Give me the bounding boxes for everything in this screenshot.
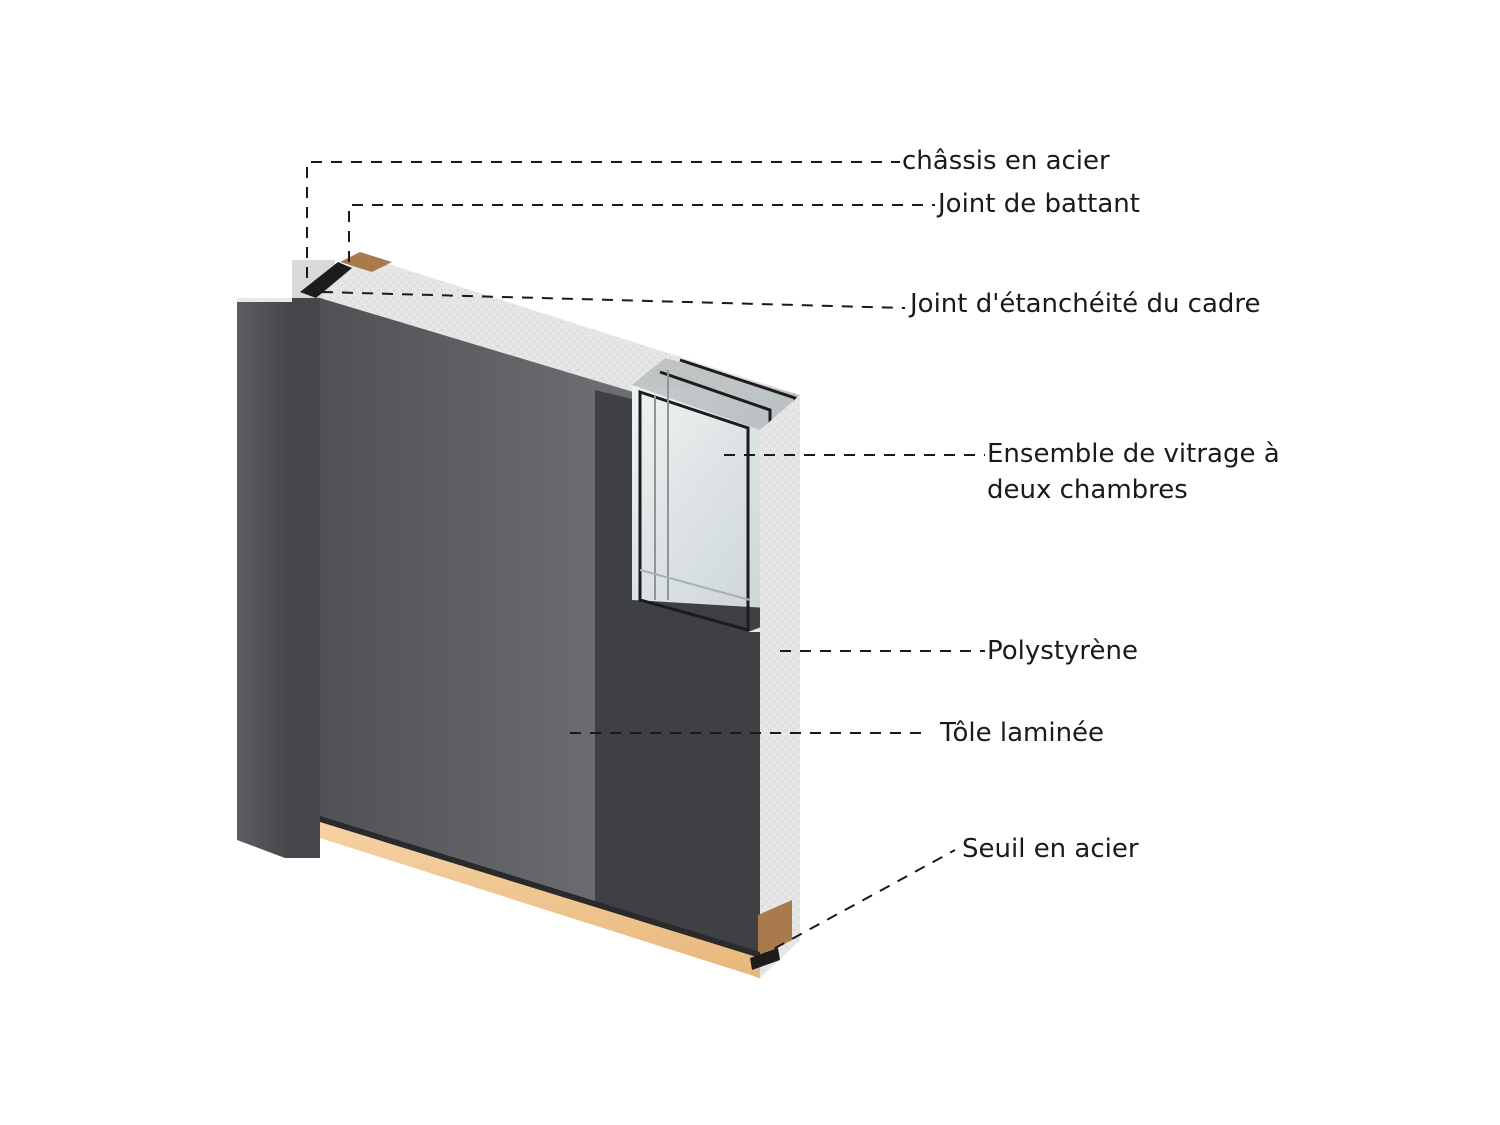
label-steel-threshold: Seuil en acier — [962, 834, 1139, 864]
callout-labels: châssis en acier Joint de battant Joint … — [902, 146, 1280, 864]
label-laminated-sheet: Tôle laminée — [939, 718, 1104, 748]
top-wood-strip — [340, 252, 392, 272]
label-glazing-line1: Ensemble de vitrage à — [987, 439, 1280, 469]
label-polystyrene: Polystyrène — [987, 636, 1138, 666]
leader-steel-frame — [306, 161, 900, 278]
label-steel-frame: châssis en acier — [902, 146, 1110, 176]
leader-frame-seal — [321, 291, 906, 309]
label-leaf-seal: Joint de battant — [936, 189, 1140, 219]
door-illustration — [237, 252, 800, 978]
leader-leaf-seal — [348, 204, 935, 262]
leader-lines — [306, 161, 985, 959]
polystyrene-edge-below-glass — [748, 612, 800, 978]
steel-frame — [237, 260, 335, 858]
label-frame-seal: Joint d'étanchéité du cadre — [908, 289, 1261, 319]
label-glazing-line2: deux chambres — [987, 475, 1188, 505]
threshold-bar — [320, 816, 760, 958]
threshold-seal — [750, 948, 780, 970]
threshold-glow — [320, 820, 760, 978]
leader-threshold — [756, 849, 956, 959]
frame-seal — [300, 262, 352, 298]
